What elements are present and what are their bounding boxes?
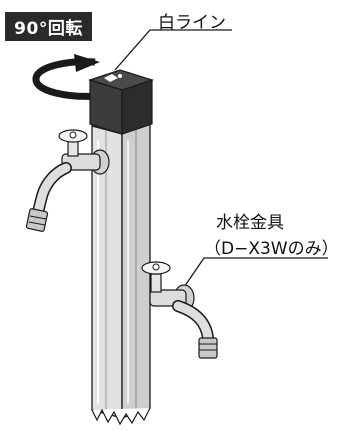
- rotation-badge: 90°回転: [5, 12, 92, 41]
- upper-faucet: [25, 129, 110, 232]
- white-line-marker: [104, 74, 118, 82]
- faucet-note-label: （D−X3Wのみ）: [204, 239, 339, 259]
- upper-handle-icon: [58, 129, 88, 143]
- lower-faucet: [141, 261, 218, 359]
- white-line-label: 白ライン: [158, 13, 226, 33]
- lower-handle-icon: [141, 261, 171, 275]
- faucet-fitting-label: 水栓金具: [216, 213, 284, 233]
- post-cap: [88, 69, 154, 135]
- leader-line-white-line: [114, 29, 232, 71]
- rotation-arrow-icon: [32, 54, 100, 100]
- leader-line-faucet: [177, 257, 328, 297]
- post-body: [91, 123, 151, 426]
